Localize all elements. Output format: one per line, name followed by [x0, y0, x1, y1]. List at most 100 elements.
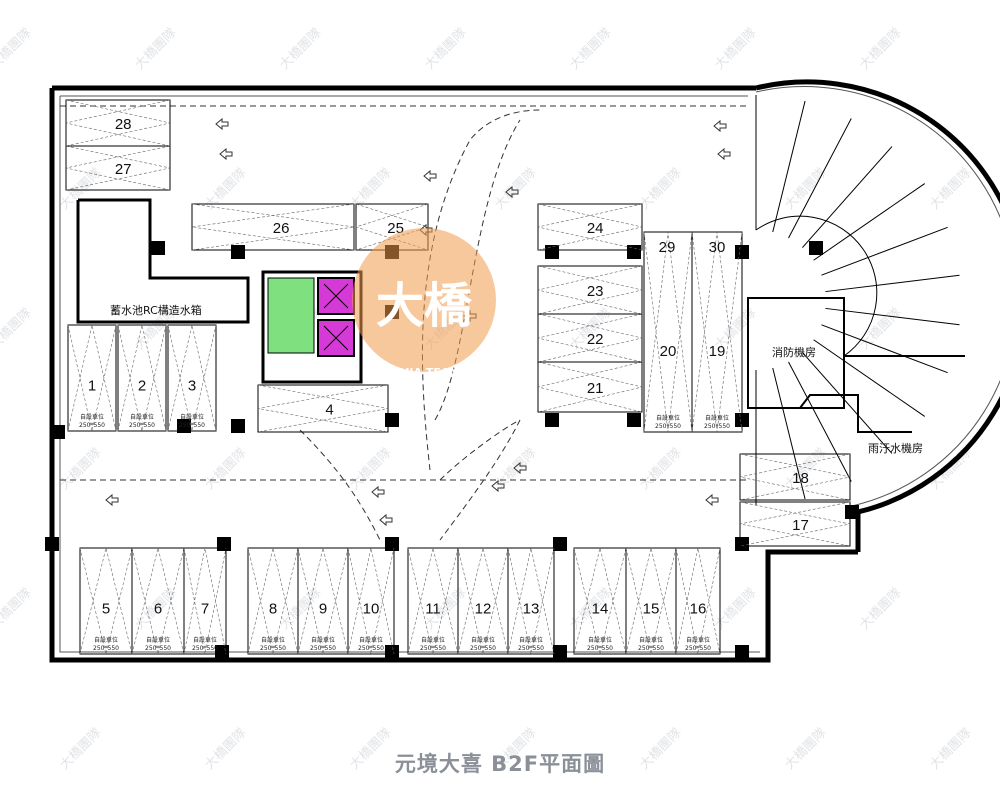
space-number: 21 [587, 380, 604, 397]
parking-spaces: 1自設車位250*5502自設車位250*5503自設車位250*55045自設… [65, 99, 851, 655]
column [627, 245, 641, 259]
outer-walls [49, 79, 1000, 663]
direction-arrow [105, 493, 119, 507]
watermark-text: 大橋團隊 [132, 25, 180, 73]
ramp-step-line [772, 367, 806, 500]
ramp-step-line [772, 100, 806, 233]
watermark-text: 大橋團隊 [57, 445, 105, 493]
parking-space: 28 [65, 99, 171, 147]
direction-arrow [423, 169, 437, 183]
watermark-text: 大橋團隊 [422, 25, 470, 73]
space-label: 自設車位 [588, 636, 612, 644]
direction-arrow [717, 147, 731, 161]
space-number: 29 [659, 239, 676, 256]
watermark-text: 大橋團隊 [712, 585, 760, 633]
direction-arrow [505, 185, 519, 199]
space-size: 250*550 [179, 422, 205, 429]
column [553, 645, 567, 659]
space-number: 26 [273, 220, 290, 237]
space-label: 自設車位 [180, 413, 204, 421]
space-size: 250*550 [518, 645, 544, 652]
watermark-text: 大橋團隊 [712, 25, 760, 73]
sewage-room-label: 雨汙水機房 [868, 441, 923, 455]
space-number: 12 [475, 601, 492, 618]
direction-arrow [491, 479, 505, 493]
space-number: 30 [709, 239, 726, 256]
column [231, 419, 245, 433]
driving-path [60, 105, 748, 541]
watermark-text: 大橋團隊 [0, 25, 35, 73]
column [151, 241, 165, 255]
space-size: 250*550 [310, 645, 336, 652]
watermark-text: 大橋團隊 [857, 585, 905, 633]
space-size: 250*550 [704, 423, 730, 430]
space-size: 250*550 [145, 645, 171, 652]
parking-space: 18 [739, 453, 851, 501]
watermark-text: 大橋團隊 [202, 165, 250, 213]
ramp-step-line [802, 146, 893, 248]
space-number: 4 [325, 402, 333, 419]
space-label: 自設車位 [193, 636, 217, 644]
parking-space: 27 [65, 145, 171, 191]
column [553, 537, 567, 551]
space-number: 10 [363, 601, 380, 618]
space-number: 6 [154, 601, 162, 618]
space-number: 15 [643, 601, 660, 618]
watermark-text: 大橋團隊 [637, 445, 685, 493]
ramp-step-line [788, 118, 852, 239]
column [735, 537, 749, 551]
space-number: 8 [269, 601, 277, 618]
space-size: 250*550 [358, 645, 384, 652]
watermark-text: 大橋團隊 [0, 585, 35, 633]
space-label: 自設車位 [519, 636, 543, 644]
watermark-text: 大橋團隊 [567, 25, 615, 73]
parking-space: 24 [537, 203, 643, 251]
space-number: 14 [592, 601, 609, 618]
direction-arrow [379, 513, 393, 527]
parking-space: 23 [537, 265, 643, 315]
fire-room-label: 消防機房 [772, 345, 816, 359]
column [545, 413, 559, 427]
ramp-inner-edge [755, 215, 878, 357]
space-size: 250*550 [470, 645, 496, 652]
column [45, 537, 59, 551]
tank-room-label: 蓄水池RC構造水箱 [110, 303, 202, 317]
space-number: 1 [88, 378, 96, 395]
direction-arrow [371, 485, 385, 499]
space-number: 23 [587, 283, 604, 300]
space-number: 5 [102, 601, 110, 618]
space-label: 自設車位 [639, 636, 663, 644]
ramp-step-line [813, 183, 925, 261]
spiral-ramp [755, 95, 960, 505]
space-label: 自設車位 [94, 636, 118, 644]
space-label: 自設車位 [421, 636, 445, 644]
space-number: 16 [690, 601, 707, 618]
space-size: 250*550 [93, 645, 119, 652]
column [217, 537, 231, 551]
space-label: 自設車位 [261, 636, 285, 644]
column [809, 241, 823, 255]
logo-text: 大橋 [376, 278, 473, 334]
space-size: 250*550 [129, 422, 155, 429]
space-label: 自設車位 [146, 636, 170, 644]
space-size: 250*550 [260, 645, 286, 652]
watermark-text: 大橋團隊 [927, 165, 975, 213]
direction-arrow [219, 147, 233, 161]
watermark-text: 大橋團隊 [857, 305, 905, 353]
ramp-step-line [821, 226, 948, 276]
space-number: 2 [138, 378, 146, 395]
watermark-text: 大橋團隊 [857, 25, 905, 73]
watermark-text: 大橋團隊 [202, 445, 250, 493]
space-number: 22 [587, 331, 604, 348]
